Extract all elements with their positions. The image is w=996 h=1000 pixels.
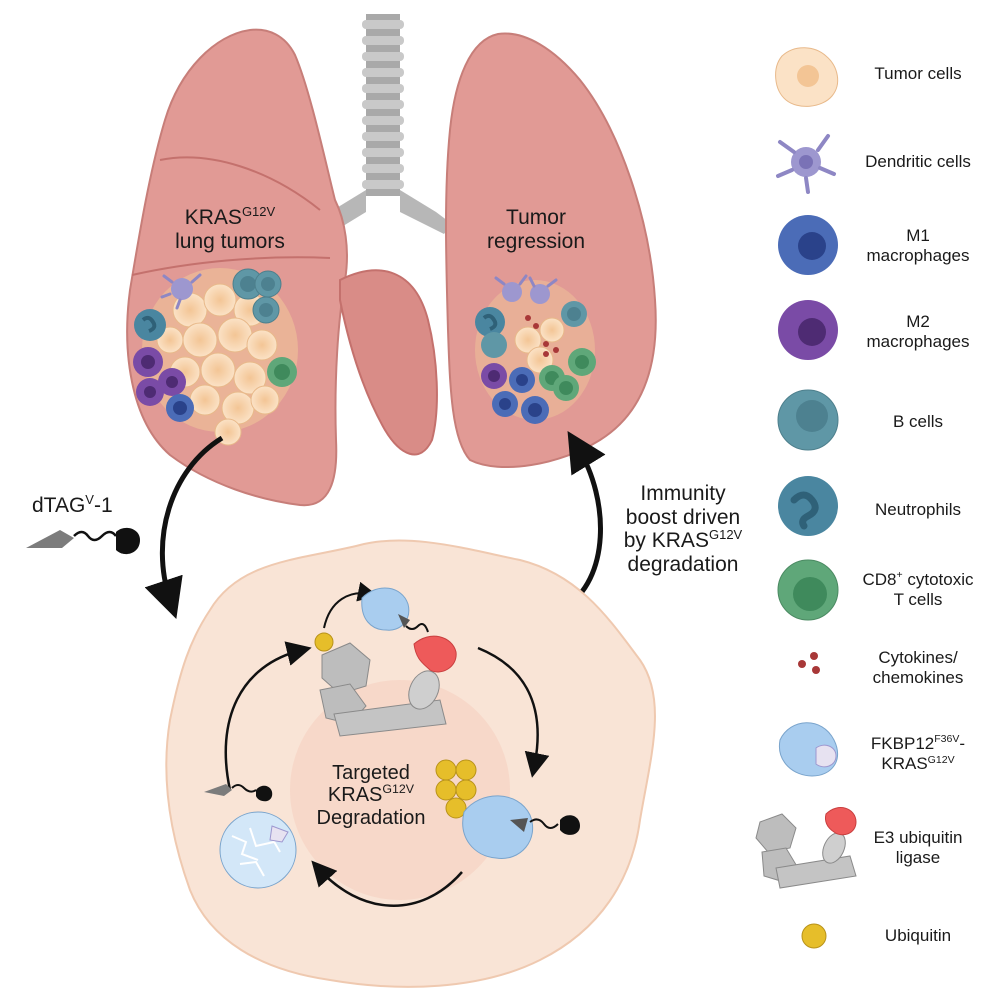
left-tumor-mass <box>133 268 298 446</box>
targeted-degradation-label: Targeted KRASG12V Degradation <box>316 762 426 829</box>
ubiquitinated-target <box>435 759 580 859</box>
immunity-boost-label: Immunity boost driven by KRASG12V degrad… <box>623 482 743 576</box>
left-lung-label: KRASG12V lung tumors <box>175 203 285 253</box>
legend-icons <box>755 47 857 949</box>
dendritic-cell-icon <box>776 134 836 194</box>
legend-label-dendritic-cells: Dendritic cells <box>865 152 971 171</box>
legend-label-neutrophils: Neutrophils <box>875 500 961 519</box>
cytokines-icon <box>798 652 820 674</box>
degraded-protein <box>204 784 297 889</box>
legend-label-cytokines: Cytokines/chemokines <box>872 648 964 688</box>
e3-ubiquitin-ligase-icon <box>755 807 857 889</box>
legend-label-fkbp12-kras: FKBP12F36V-KRASG12V <box>870 733 966 774</box>
legend-label-ubiquitin: Ubiquitin <box>884 926 952 945</box>
legend-label-b-cells: B cells <box>892 412 944 431</box>
m1-macrophage-icon <box>778 215 838 275</box>
dtag-label: dTAGV-1 <box>32 491 113 517</box>
left-dendritic-cell <box>160 273 202 310</box>
legend-label-tumor-cells: Tumor cells <box>874 64 962 83</box>
b-cell-icon <box>777 389 839 451</box>
dtag-molecule-icon <box>26 527 140 555</box>
cycle-arrow-left <box>224 641 312 791</box>
fkbp12-kras-icon <box>778 722 839 777</box>
cycle-arrow-top-right <box>477 646 550 778</box>
trachea <box>318 14 452 234</box>
right-lung <box>445 32 657 469</box>
neutrophil-icon <box>778 476 838 536</box>
tumor-cell-large <box>165 539 656 988</box>
right-lung-label: Tumor regression <box>486 206 586 253</box>
lungs <box>126 14 657 507</box>
cd8-t-cell-icon <box>777 559 839 621</box>
e3-ligase-complex-top <box>314 587 457 737</box>
middle-lobe <box>339 269 438 456</box>
tumor-cell-icon <box>775 47 839 107</box>
cycle-arrow-small <box>323 581 378 629</box>
arrow-to-degradation <box>144 435 224 619</box>
right-immune-infiltrate <box>475 274 596 424</box>
m2-macrophage-icon <box>778 300 838 360</box>
ubiquitin-icon <box>801 923 827 949</box>
cycle-arrow-bottom <box>311 860 463 907</box>
